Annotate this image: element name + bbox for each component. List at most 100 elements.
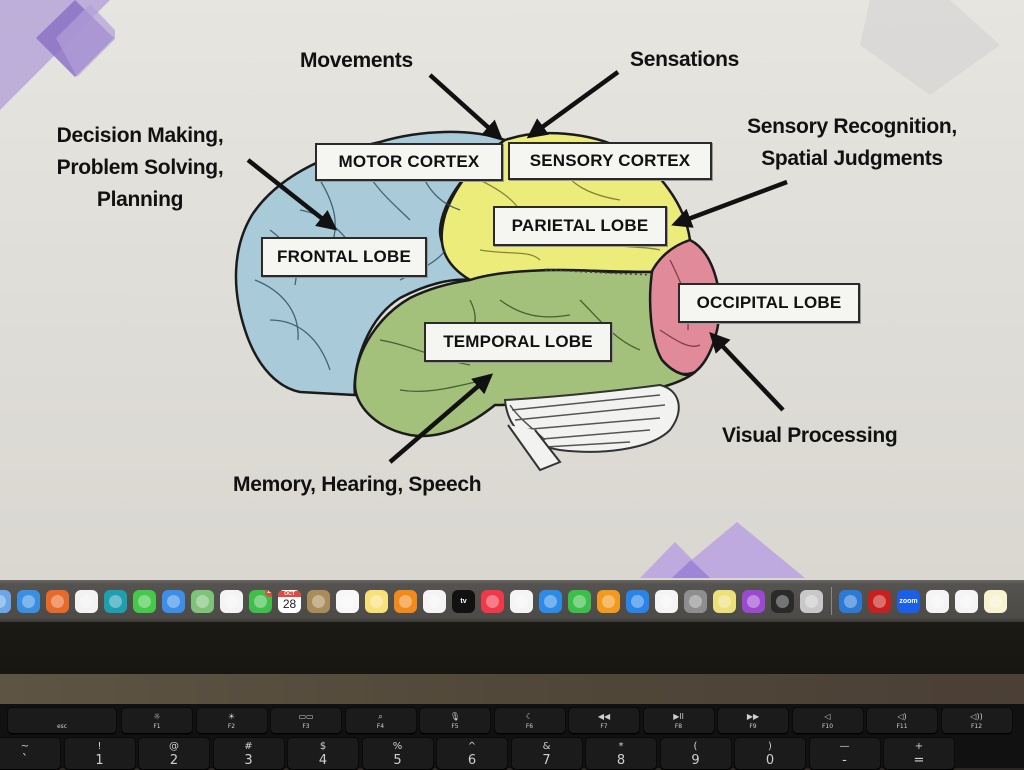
dock-app-stickies[interactable] xyxy=(713,589,736,613)
label-sensory-cortex: SENSORY CORTEX xyxy=(508,142,712,180)
key-5[interactable]: %5 xyxy=(362,738,433,770)
key-esc[interactable]: esc xyxy=(8,708,116,734)
feedback-icon xyxy=(747,594,760,608)
dock-app-music[interactable] xyxy=(481,589,504,613)
dock-app-pages[interactable] xyxy=(597,589,620,613)
dock-app-firefox[interactable] xyxy=(46,589,69,613)
dock-app-notes[interactable] xyxy=(365,589,388,613)
dock-app-migration[interactable] xyxy=(839,589,862,613)
brainstem-region xyxy=(507,424,562,472)
key--[interactable]: —- xyxy=(809,738,880,770)
key-F1[interactable]: ☼ F1 xyxy=(122,708,192,734)
key-F3[interactable]: ▭▭F3 xyxy=(271,708,341,734)
function-parietal-line: Sensory Recognition, xyxy=(747,115,957,138)
dock-app-tv[interactable]: tv xyxy=(452,589,475,613)
dock-app-notes-doc[interactable] xyxy=(984,589,1007,613)
key-top-label: ◁) xyxy=(897,712,907,721)
dock-app-numbers[interactable] xyxy=(568,589,591,613)
dock-app-books[interactable] xyxy=(394,589,417,613)
key-F11[interactable]: ◁)F11 xyxy=(867,708,937,734)
key-6[interactable]: ^6 xyxy=(437,738,507,770)
key-F12[interactable]: ◁))F12 xyxy=(941,708,1012,734)
zoom-icon: zoom xyxy=(899,597,918,605)
key-8[interactable]: *8 xyxy=(586,738,656,770)
key-bottom-label: F12 xyxy=(970,723,983,730)
key-3[interactable]: #3 xyxy=(213,738,284,770)
dock-app-facetime[interactable]: 11 xyxy=(249,589,272,613)
key-top-label: & xyxy=(542,741,551,752)
function-sensations: Sensations xyxy=(630,48,740,71)
key-top-label: ▶ll xyxy=(673,712,684,721)
dock-app-app-store[interactable] xyxy=(626,589,649,613)
dock-app-system-settings[interactable] xyxy=(684,589,707,613)
dock-app-teams[interactable] xyxy=(926,589,949,613)
books-icon xyxy=(399,594,412,608)
key-bottom-label: F3 xyxy=(302,723,310,730)
dock-app-contacts[interactable] xyxy=(307,589,330,613)
dock-app-freeform[interactable] xyxy=(423,589,446,613)
iphone-icon xyxy=(805,594,818,608)
photos-icon xyxy=(225,594,238,608)
key-F5[interactable]: 🎙F5 xyxy=(420,708,490,734)
arrow-occipital xyxy=(709,332,785,412)
notes-icon xyxy=(370,594,383,608)
key-F4[interactable]: ⌕F4 xyxy=(345,708,416,734)
finder-icon xyxy=(0,594,6,608)
dock-app-edge[interactable] xyxy=(104,589,127,613)
key-7[interactable]: &7 xyxy=(511,738,582,770)
label-frontal-lobe: FRONTAL LOBE xyxy=(261,237,427,277)
reminders-icon xyxy=(341,594,354,608)
dock-app-photos[interactable] xyxy=(220,589,243,613)
key-0[interactable]: )0 xyxy=(735,738,805,770)
dock-app-mail[interactable] xyxy=(162,589,185,613)
key-top-label: ⌕ xyxy=(378,712,383,721)
key-9[interactable]: (9 xyxy=(660,738,731,770)
key-F10[interactable]: ◁F10 xyxy=(792,708,863,734)
notes-icon xyxy=(989,594,1002,608)
key-4[interactable]: $4 xyxy=(288,738,358,770)
facetime-icon xyxy=(254,594,267,608)
dock-app-chrome[interactable] xyxy=(75,589,98,613)
dock-app-imovie[interactable] xyxy=(655,589,678,613)
key-top-label: ~ xyxy=(20,741,30,752)
key-bottom-label: F9 xyxy=(749,723,757,730)
dock-app-iphone-mirroring[interactable] xyxy=(800,589,823,613)
label-occipital-lobe: OCCIPITAL LOBE xyxy=(678,283,860,323)
key-top-label: ☼ xyxy=(153,712,161,721)
firefox-icon xyxy=(51,594,64,608)
dock-app-feedback[interactable] xyxy=(742,589,765,613)
dock-app-acrobat[interactable] xyxy=(868,589,891,613)
key-bottom-label: ` xyxy=(21,753,29,768)
key-F6[interactable]: ☾F6 xyxy=(494,708,565,734)
key-F9[interactable]: ▶▶F9 xyxy=(718,708,788,734)
key-`[interactable]: ~` xyxy=(0,738,60,770)
key-bottom-label: 5 xyxy=(393,753,402,768)
dock-app-messages[interactable] xyxy=(133,589,156,613)
key-F2[interactable]: ☀F2 xyxy=(196,708,267,734)
tv-icon: tv xyxy=(460,597,467,605)
brain-diagram xyxy=(234,70,788,472)
dock-app-maps[interactable] xyxy=(191,589,214,613)
key-top-label: ( xyxy=(693,741,698,752)
key-2[interactable]: @2 xyxy=(139,738,209,770)
dock-app-reminders[interactable] xyxy=(336,589,359,613)
dock-app-quicktime[interactable] xyxy=(771,589,794,613)
key-bottom-label: F1 xyxy=(153,723,161,730)
function-frontal-line: Planning xyxy=(96,188,184,211)
key-F7[interactable]: ◀◀F7 xyxy=(569,708,639,734)
dock-app-finder[interactable] xyxy=(0,589,11,613)
label-temporal-lobe: TEMPORAL LOBE xyxy=(424,322,612,362)
key-=[interactable]: += xyxy=(884,738,954,770)
arrow-temporal xyxy=(388,373,494,464)
dock-app-safari[interactable] xyxy=(17,589,40,613)
dock-app-news[interactable] xyxy=(510,589,533,613)
dock-app-zoom[interactable]: zoom xyxy=(897,589,920,613)
dock-app-keynote[interactable] xyxy=(539,589,562,613)
key-bottom-label: 7 xyxy=(542,753,551,768)
function-parietal-line: Spatial Judgments xyxy=(761,147,943,170)
dock-app-powerpoint[interactable] xyxy=(955,589,978,613)
key-1[interactable]: !1 xyxy=(64,738,135,770)
